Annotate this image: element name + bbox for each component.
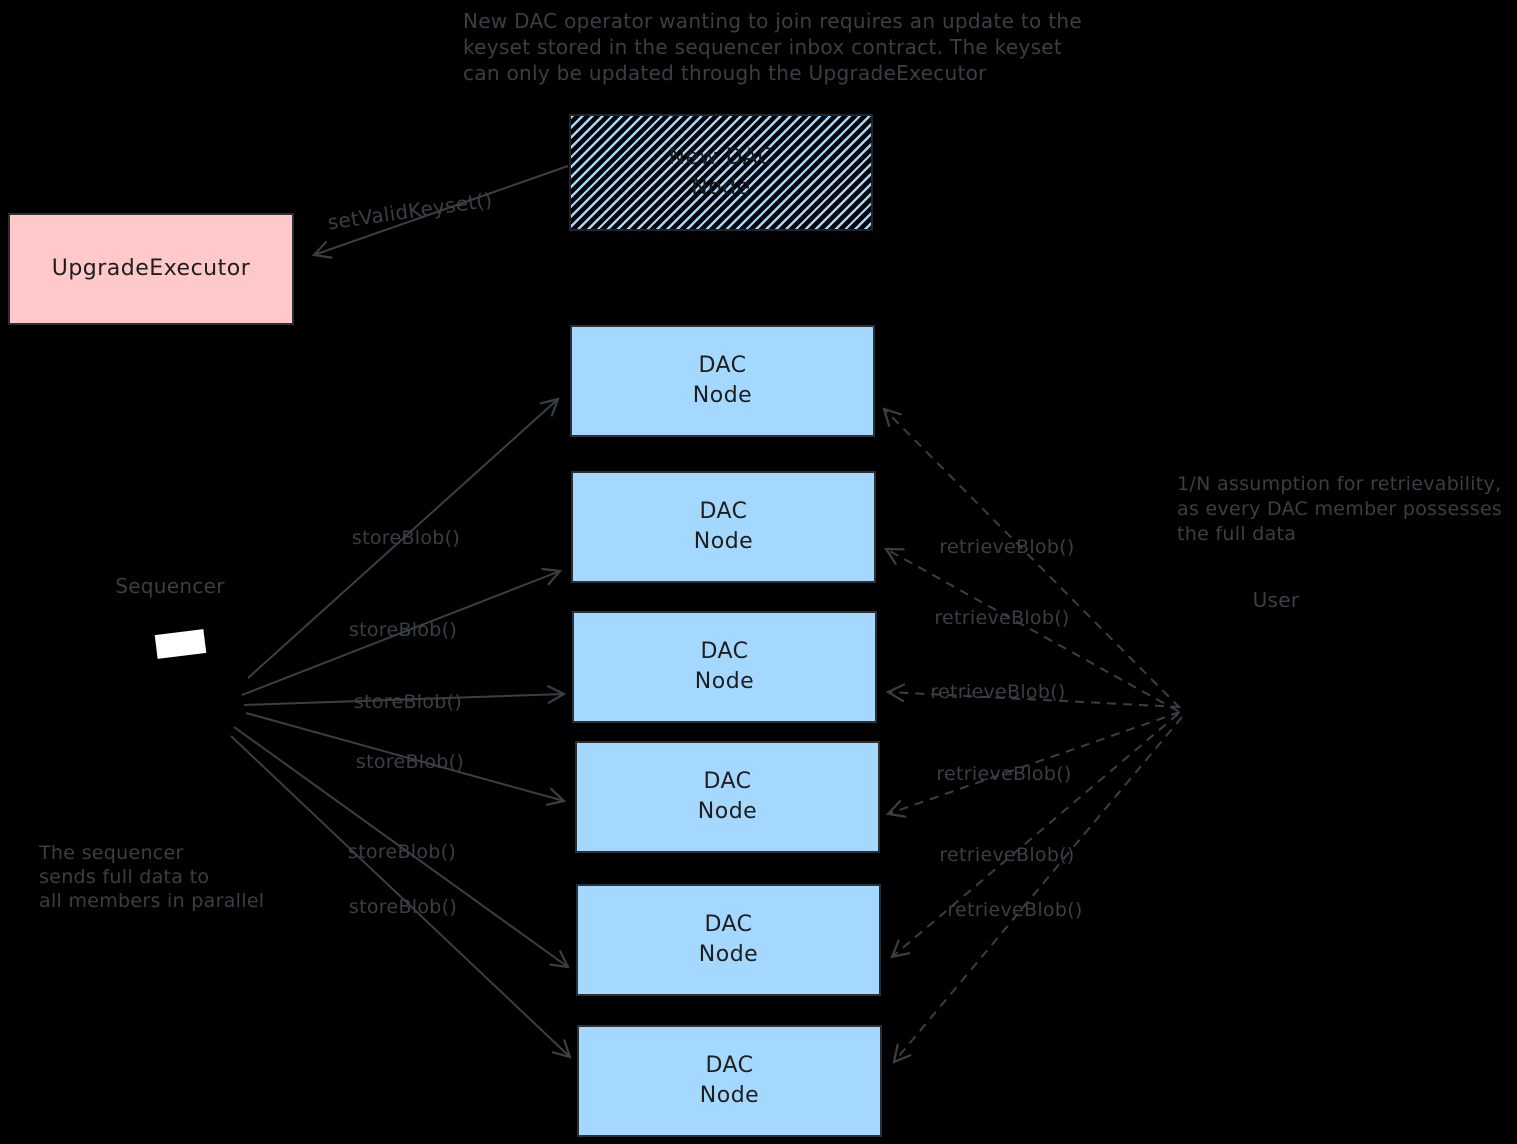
store-blob-label: storeBlob() <box>351 527 461 549</box>
retrieve-blob-label: retrieveBlob() <box>934 607 1070 629</box>
store-blob-label: storeBlob() <box>348 619 458 641</box>
dac-node-label: DAC Node <box>698 912 759 967</box>
dac-node-label: DAC Node <box>694 639 755 694</box>
sequencer-label: Sequencer <box>115 574 225 598</box>
set-valid-keyset-arrow <box>311 165 569 259</box>
dac-node-label: DAC Node <box>693 499 754 554</box>
store-blob-arrow <box>241 567 563 696</box>
retrieve-blob-arrow <box>892 716 1183 1064</box>
dac-node-box[interactable]: DAC Node <box>570 325 875 437</box>
retrieve-blob-label: retrieveBlob() <box>939 844 1075 866</box>
dac-node-box[interactable]: DAC Node <box>572 611 877 723</box>
dac-node-box[interactable]: DAC Node <box>577 1025 882 1137</box>
store-blob-label: storeBlob() <box>353 691 463 713</box>
dac-node-label: DAC Node <box>699 1053 760 1108</box>
retrieve-blob-label: retrieveBlob() <box>936 763 1072 785</box>
retrieve-blob-label: retrieveBlob() <box>930 681 1066 703</box>
store-blob-label: storeBlob() <box>347 841 457 863</box>
store-blob-arrow <box>245 712 567 806</box>
retrieve-blob-label: retrieveBlob() <box>947 899 1083 921</box>
parallel-note: The sequencer sends full data to all mem… <box>39 842 265 912</box>
store-blob-arrow <box>243 685 567 706</box>
retrievability-note: 1/N assumption for retrievability, as ev… <box>1177 473 1503 545</box>
upgrade-executor-label: UpgradeExecutor <box>51 256 251 281</box>
dac-node-box[interactable]: DAC Node <box>575 741 880 853</box>
store-blob-arrow <box>230 735 572 1059</box>
upgrade-executor-box[interactable]: UpgradeExecutor <box>8 213 294 325</box>
retrieve-blob-label: retrieveBlob() <box>939 536 1075 558</box>
store-blob-arrow <box>247 397 560 679</box>
new-dac-node-label: New DAC Node <box>668 144 774 200</box>
store-blob-arrow <box>233 726 570 969</box>
dac-node-box[interactable]: DAC Node <box>576 884 881 996</box>
keyset-note: New DAC operator wanting to join require… <box>463 9 1082 85</box>
dac-node-label: DAC Node <box>692 353 753 408</box>
store-blob-label: storeBlob() <box>355 751 465 773</box>
store-blob-label: storeBlob() <box>348 896 458 918</box>
new-dac-node-box[interactable]: New DAC Node <box>569 114 873 231</box>
retrieve-blob-arrow <box>890 713 1179 959</box>
dac-node-box[interactable]: DAC Node <box>571 471 876 583</box>
dac-node-label: DAC Node <box>697 769 758 824</box>
retrieve-blob-arrow <box>885 711 1181 818</box>
retrieve-blob-arrow <box>882 407 1181 709</box>
retrieve-blob-arrow <box>885 683 1181 708</box>
user-label: User <box>1252 588 1300 612</box>
retrieve-blob-arrow <box>883 547 1179 712</box>
